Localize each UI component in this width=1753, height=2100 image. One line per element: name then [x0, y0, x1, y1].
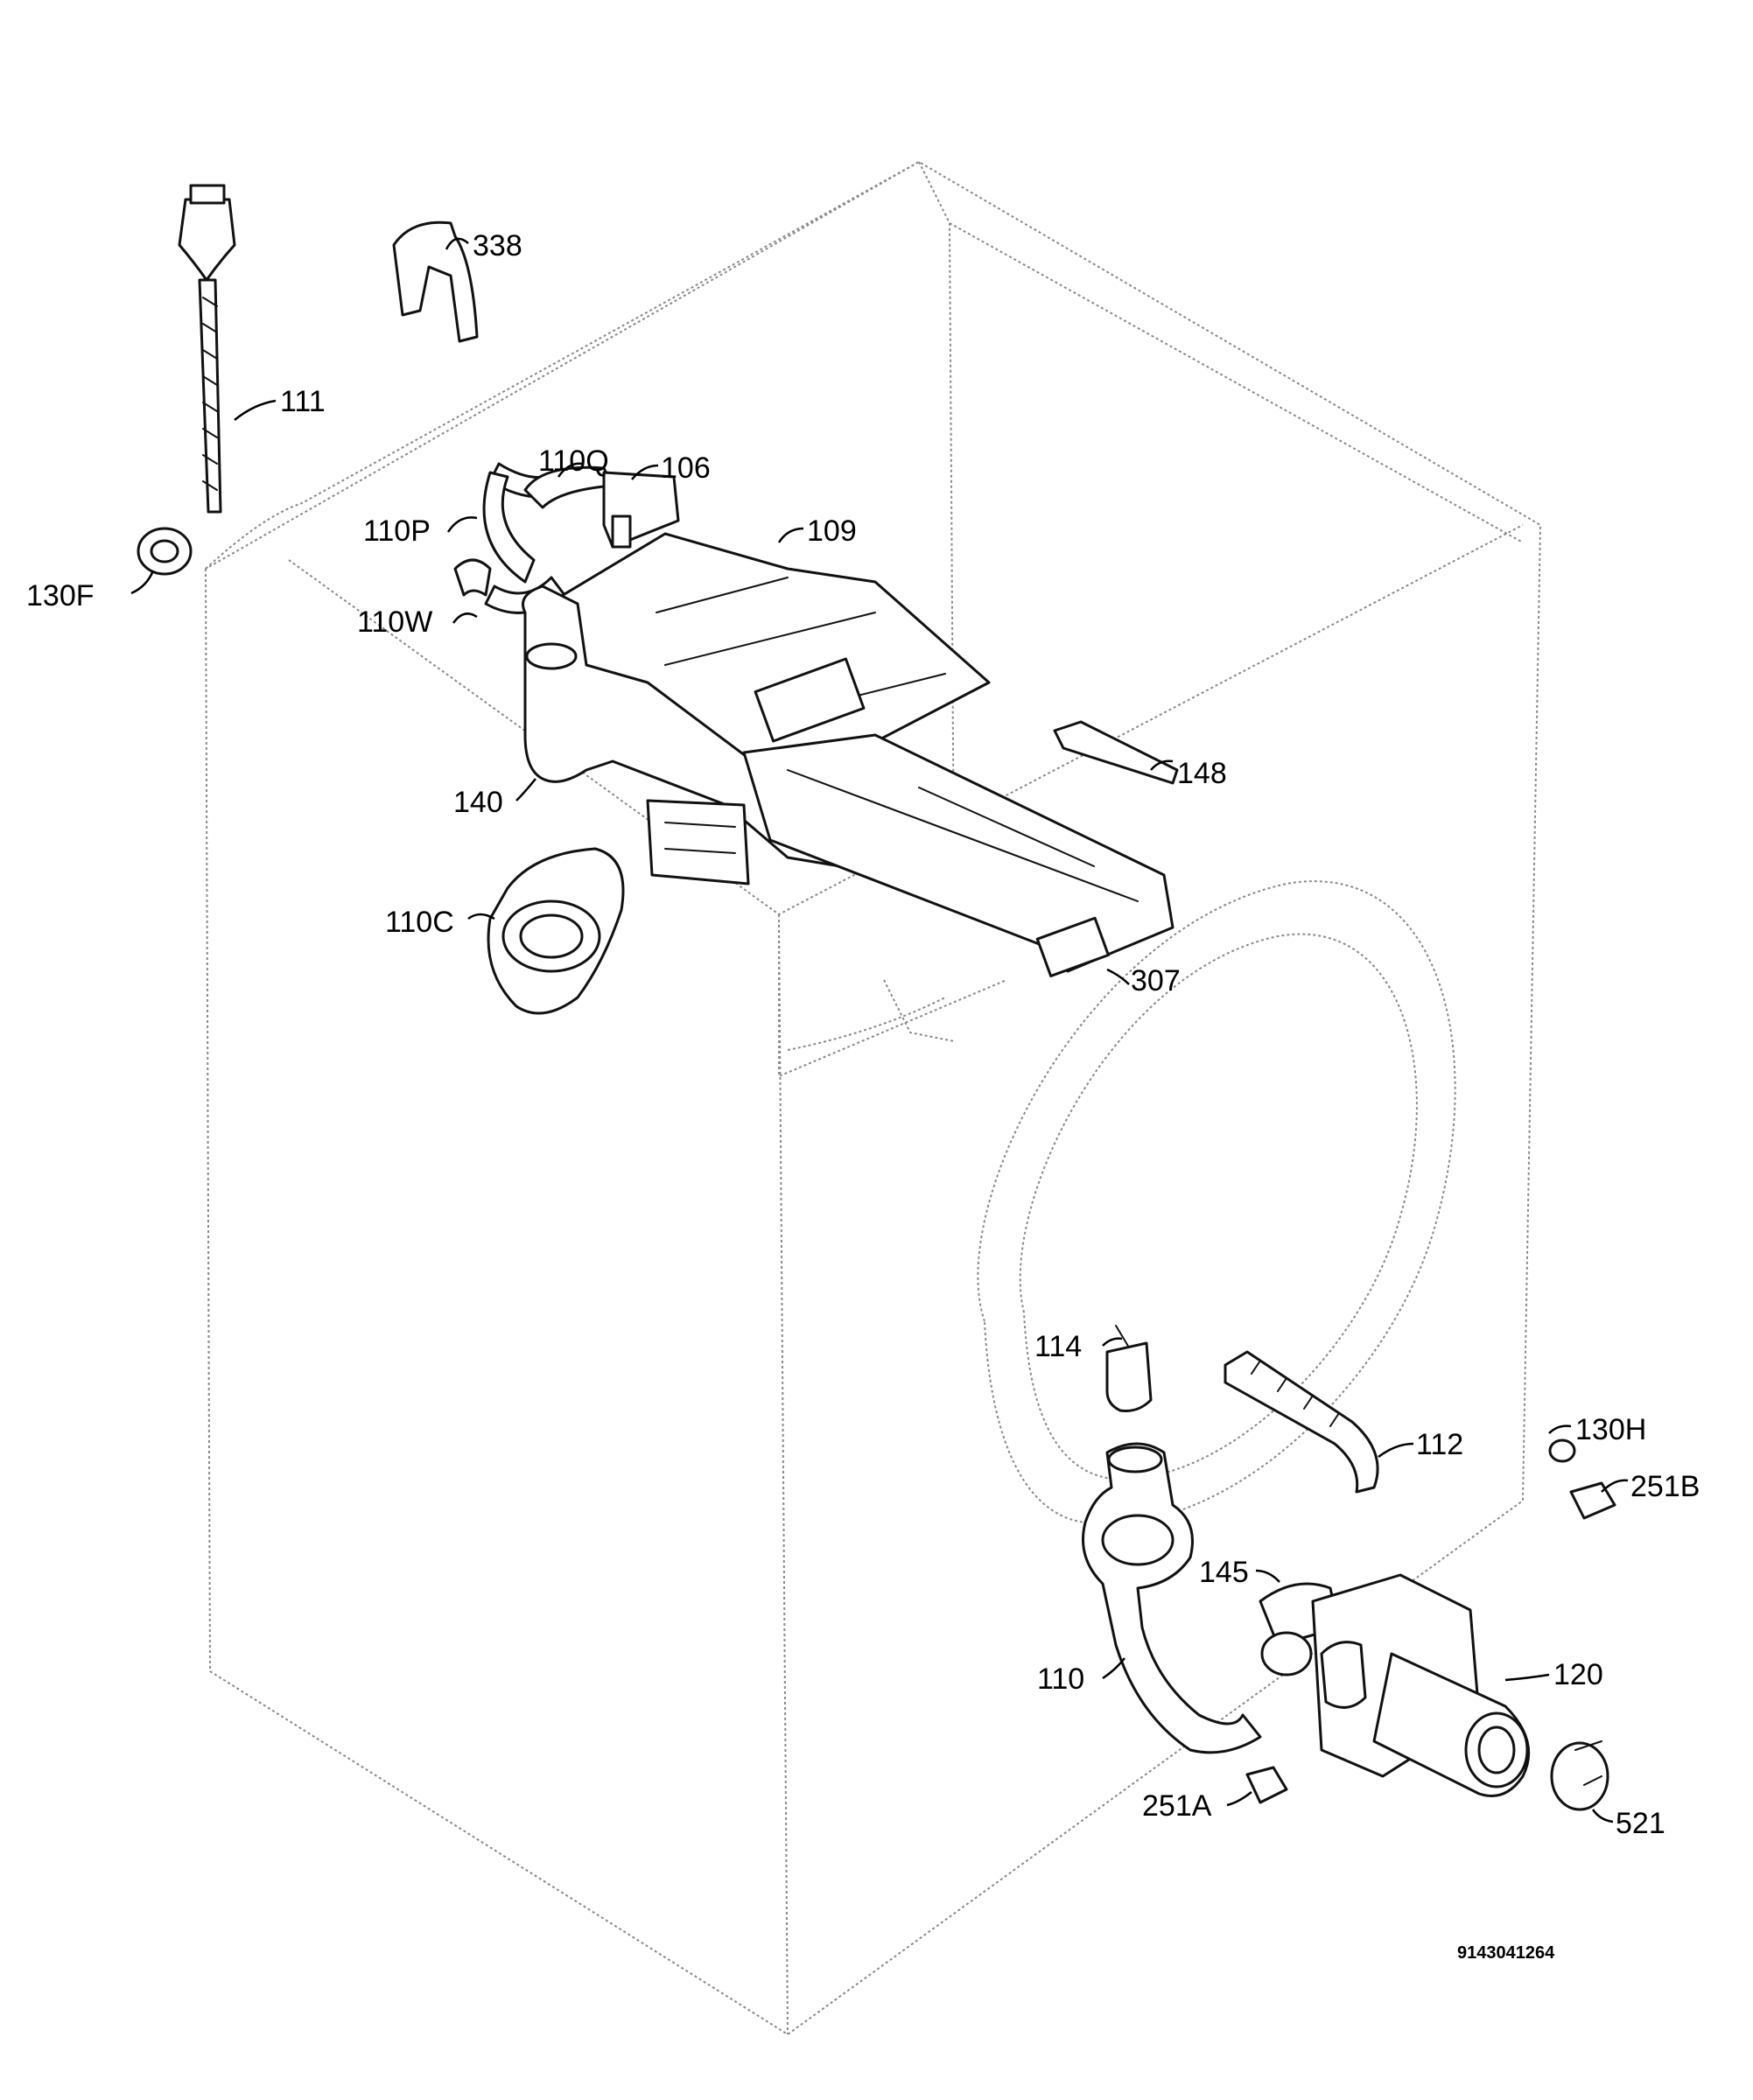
callout-120: 120	[1553, 1658, 1603, 1691]
part-112-drain-hose	[1224, 1350, 1379, 1494]
part-130F-foot	[137, 527, 193, 576]
callout-106: 106	[661, 452, 711, 485]
callout-130H: 130H	[1575, 1413, 1646, 1446]
part-111-inlet-hose	[178, 184, 236, 514]
callout-148: 148	[1177, 757, 1227, 790]
callout-110: 110	[1037, 1662, 1084, 1696]
part-251A-clip	[1245, 1766, 1288, 1804]
part-110C-door-seal	[487, 847, 625, 1015]
callout-109: 109	[807, 514, 857, 548]
callout-114: 114	[1034, 1330, 1082, 1363]
part-338-bracket	[392, 220, 479, 343]
diagram-code: 9143041264	[1457, 1943, 1555, 1963]
callout-521: 521	[1616, 1807, 1665, 1840]
callout-251A: 251A	[1142, 1789, 1212, 1823]
part-148-label-strip	[1053, 720, 1179, 785]
callout-110C: 110C	[385, 906, 454, 939]
part-110-sump-hose	[1082, 1442, 1262, 1754]
callout-307: 307	[1131, 964, 1181, 998]
callout-110Q: 110Q	[538, 444, 609, 478]
cabinet-outline	[205, 161, 1541, 2035]
callout-111: 111	[280, 385, 326, 418]
leader-lines	[130, 237, 1629, 1824]
callout-112: 112	[1416, 1428, 1463, 1461]
part-110Q-110P-110W-hoses	[453, 462, 614, 614]
part-521-pump-cover	[1550, 1740, 1609, 1811]
part-251B-clip	[1569, 1481, 1616, 1520]
part-307-drawer	[742, 733, 1175, 977]
part-106-valve	[602, 471, 680, 549]
callout-140: 140	[453, 786, 503, 819]
part-114-pressure-switch	[1105, 1325, 1153, 1412]
callout-110P: 110P	[363, 514, 431, 548]
callout-338: 338	[473, 229, 522, 262]
callout-251B: 251B	[1630, 1470, 1700, 1503]
callout-110W: 110W	[357, 606, 432, 639]
callout-145: 145	[1199, 1556, 1249, 1589]
part-130H-foot	[1548, 1438, 1576, 1463]
callout-130F: 130F	[26, 579, 95, 612]
part-120-drain-pump	[1311, 1573, 1531, 1797]
